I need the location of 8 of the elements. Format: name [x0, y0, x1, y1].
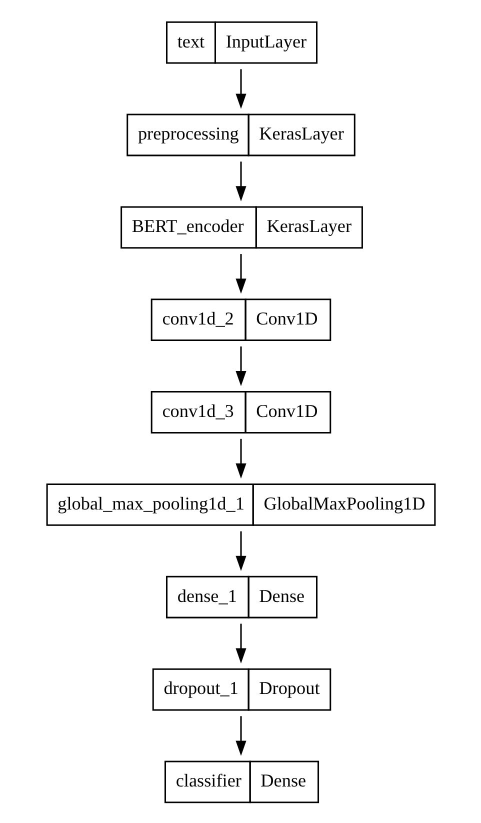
- arrow: [235, 346, 246, 386]
- arrow: [235, 716, 246, 756]
- arrow: [235, 69, 246, 109]
- arrow: [235, 254, 246, 294]
- arrow: [235, 624, 246, 664]
- arrow: [235, 531, 246, 572]
- arrow: [235, 438, 246, 479]
- arrow: [235, 162, 246, 202]
